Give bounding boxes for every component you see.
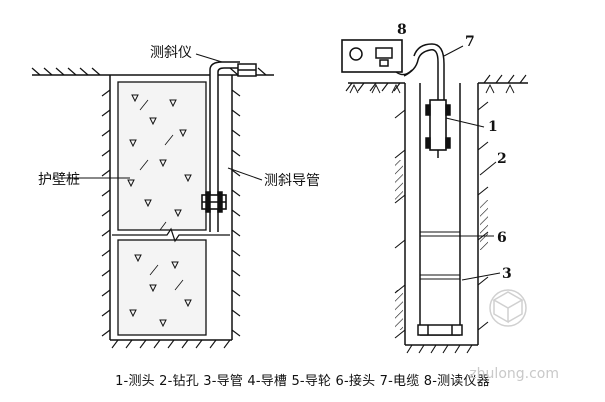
label-3: 3 <box>502 266 512 282</box>
watermark-logo <box>489 289 527 327</box>
cable <box>403 49 439 100</box>
right-figure <box>341 39 528 354</box>
label-8: 8 <box>397 22 407 38</box>
ground-hatch-left <box>31 67 267 76</box>
pile-lower <box>117 239 207 336</box>
label-inclinometer: 测斜仪 <box>150 45 192 61</box>
left-figure <box>31 53 274 349</box>
label-retaining-pile: 护壁桩 <box>38 171 80 188</box>
leader-7 <box>443 45 464 57</box>
pile-upper <box>117 81 207 231</box>
leader-inclinometer <box>195 53 223 63</box>
leader-2 <box>479 161 497 176</box>
label-2: 2 <box>497 151 507 167</box>
label-1: 1 <box>488 119 498 135</box>
leader-1 <box>445 117 485 128</box>
label-7: 7 <box>465 34 475 50</box>
probe-body <box>429 99 447 151</box>
leader-3 <box>461 272 501 281</box>
label-inclinometer-casing: 测斜导管 <box>264 173 320 189</box>
leader-casing <box>227 167 263 181</box>
watermark-text: zhulong.com <box>469 366 559 382</box>
caption: 1-测头 2-钻孔 3-导管 4-导槽 5-导轮 6-接头 7-电缆 8-测读仪… <box>115 374 490 389</box>
label-6: 6 <box>497 230 507 246</box>
concrete-marks <box>127 94 192 328</box>
